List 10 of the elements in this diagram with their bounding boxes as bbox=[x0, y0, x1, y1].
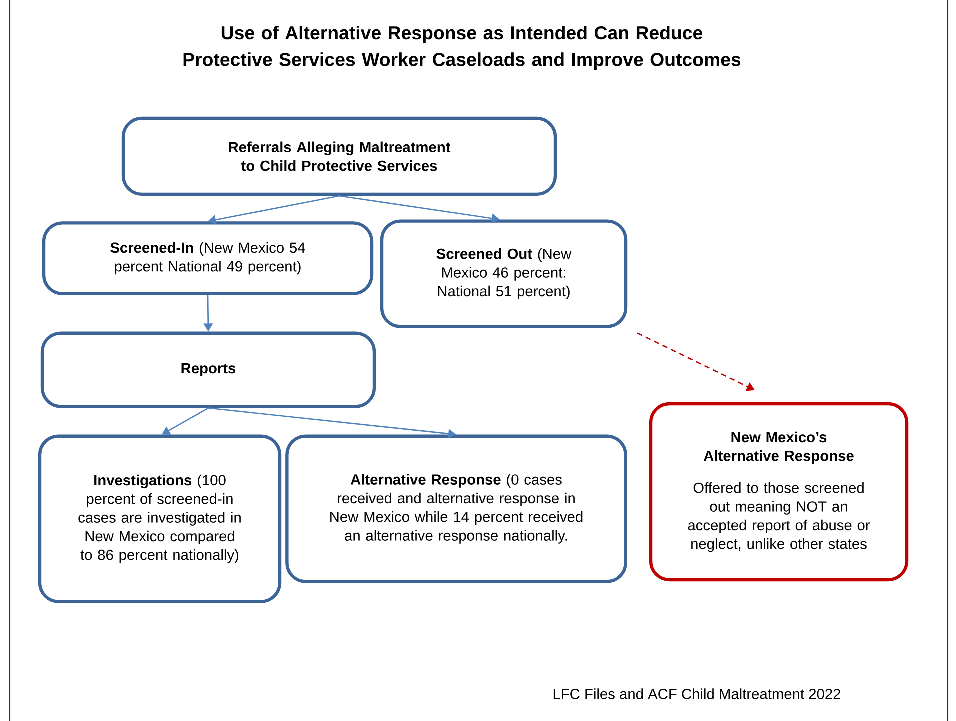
process-box: Screened Out (New Mexico 46 percent: National 51 percent) bbox=[380, 220, 628, 328]
process-box: Screened-In (New Mexico 54 percent National 49 percent) bbox=[42, 222, 374, 296]
process-box: Alternative Response (0 cases received and alternative response in New Mexico while 14 percent received an alternative response nationally. bbox=[286, 434, 628, 584]
process-box: New Mexico’s Alternative Response Offered to those screened out meaning NOT an accepted report of abuse or neglect, unlike other states bbox=[649, 402, 909, 582]
process-box: Investigations (100 percent of screened-in cases are investigated in New Mexico compared to 86 percent nationally) bbox=[38, 434, 282, 604]
source-note: LFC Files and ACF Child Maltreatment 2022 bbox=[554, 688, 840, 700]
process-box: Referrals Alleging Maltreatment to Child Protective Services bbox=[122, 116, 558, 196]
arrow bbox=[162, 408, 209, 435]
process-box: Reports bbox=[40, 332, 376, 408]
title: Use of Alternative Response as Intended Can Reduce Protective Services Worker Caseloads and Improve Outcomes bbox=[184, 26, 741, 70]
